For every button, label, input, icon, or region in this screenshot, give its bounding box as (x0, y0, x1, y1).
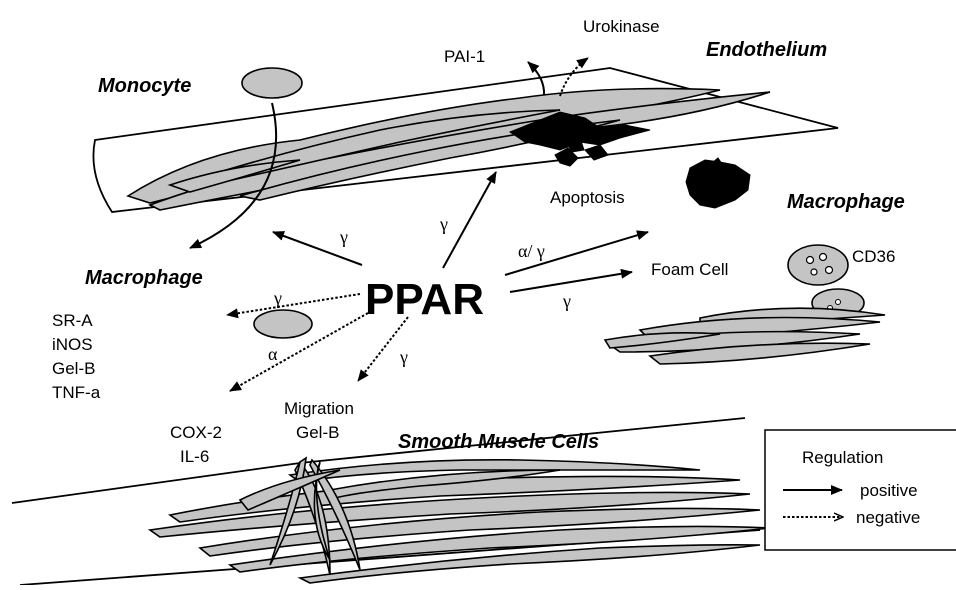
macrophage-left-cell (254, 310, 312, 338)
ppar-label: PPAR (365, 275, 484, 324)
arrow-to-macrophage (273, 232, 362, 265)
macrophage-right-label: Macrophage (787, 191, 905, 213)
greek-to-cox2: α (268, 344, 278, 364)
right-smooth-muscle-patch (605, 289, 885, 364)
inos-label: iNOS (52, 335, 93, 354)
cox2-label: COX-2 (170, 423, 222, 442)
greek-to-endothelium: γ (439, 214, 448, 234)
cd36-label: CD36 (852, 247, 895, 266)
legend-negative-label: negative (856, 508, 920, 527)
il6-label: IL-6 (180, 447, 209, 466)
monocyte-cell (242, 68, 302, 98)
foam-cell-label: Foam Cell (651, 260, 728, 279)
sra-label: SR-A (52, 311, 93, 330)
greek-to-sra: γ (273, 288, 282, 308)
pai1-label: PAI-1 (444, 47, 485, 66)
tnfa-label: TNF-a (52, 383, 101, 402)
greek-to-migration: γ (399, 347, 408, 367)
legend-title: Regulation (802, 448, 883, 467)
legend-positive-label: positive (860, 481, 918, 500)
arrow-to-endothelium (443, 172, 496, 268)
migration-label: Migration (284, 399, 354, 418)
gelb-left-label: Gel-B (52, 359, 95, 378)
macrophage-left-label: Macrophage (85, 267, 203, 289)
legend: Regulation positive negative (765, 430, 956, 550)
smooth-muscle-cells (150, 458, 770, 583)
monocyte-label: Monocyte (98, 75, 191, 97)
arrow-to-foam-cell (510, 272, 632, 292)
greek-to-macrophage: γ (339, 227, 348, 247)
greek-to-foam-upper: α/ γ (518, 241, 545, 261)
apoptotic-body (686, 160, 750, 208)
smooth-muscle-vessel (12, 418, 770, 585)
smooth-muscle-label: Smooth Muscle Cells (398, 431, 599, 453)
endothelium-label: Endothelium (706, 39, 827, 61)
gelb-mid-label: Gel-B (296, 423, 339, 442)
apoptosis-label: Apoptosis (550, 188, 625, 207)
urokinase-label: Urokinase (583, 17, 660, 36)
foam-cell (788, 245, 848, 285)
greek-to-foam-lower: γ (562, 291, 571, 311)
